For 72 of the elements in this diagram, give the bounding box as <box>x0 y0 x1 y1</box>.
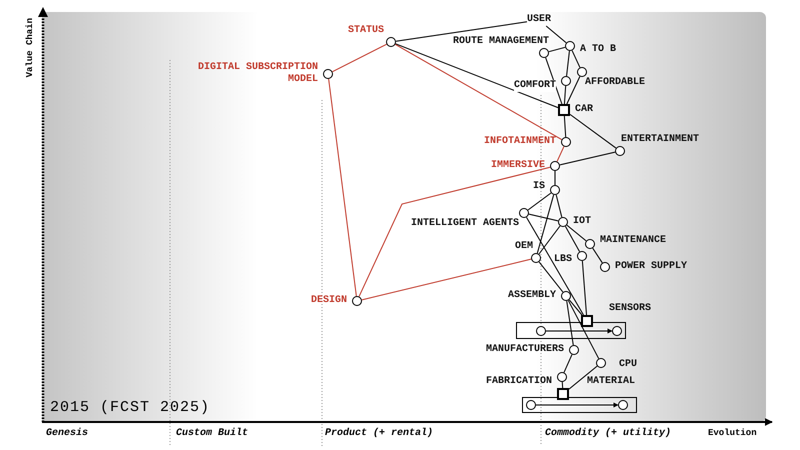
component-label: LBS <box>554 254 572 266</box>
connector-line <box>566 76 580 104</box>
component-label: POWER SUPPLY <box>615 261 688 273</box>
connector-line <box>546 26 567 44</box>
connector-line <box>564 226 580 252</box>
connector-line <box>328 78 357 297</box>
connector-line <box>572 50 580 68</box>
component-label: ENTERTAINMENT <box>621 134 700 146</box>
connector-line <box>566 300 574 346</box>
connector-line <box>528 192 552 211</box>
connector-line <box>564 116 566 138</box>
connector-line <box>526 216 584 316</box>
connector-line <box>556 146 564 162</box>
component-label: MATERIAL <box>587 376 636 388</box>
component-label: OEM <box>514 241 533 253</box>
connector-line <box>564 86 566 104</box>
connector-line <box>568 299 582 316</box>
connector-line <box>556 194 562 218</box>
stage-label: Commodity (+ utility) <box>545 426 672 441</box>
evolution-box <box>516 322 626 339</box>
component-label: SENSORS <box>609 303 652 315</box>
component-label: USER <box>527 14 552 26</box>
component-label: STATUS <box>348 25 384 37</box>
connector-line <box>538 226 560 254</box>
connector-line <box>395 43 558 108</box>
connector-line <box>566 50 570 77</box>
connector-line <box>536 194 554 254</box>
connector-line <box>545 57 562 104</box>
component-label: INTELLIGENT AGENTS <box>410 218 519 230</box>
stage-label: Custom Built <box>176 426 248 441</box>
component-label: AFFORDABLE <box>585 77 646 89</box>
connector-line <box>592 248 603 264</box>
component-label: CPU <box>619 359 638 371</box>
connector-line <box>570 114 616 149</box>
connector-line <box>568 366 598 390</box>
component-label: A TO B <box>580 44 616 56</box>
component-label: ROUTE MANAGEMENT <box>452 36 549 48</box>
connector-line <box>395 21 528 42</box>
arrow <box>536 402 618 408</box>
connector-line <box>548 46 566 52</box>
connector-line <box>559 152 616 166</box>
connector-line <box>562 382 564 388</box>
axis-label: Value Chain <box>24 18 36 78</box>
connector-line <box>568 300 600 360</box>
component-label: IOT <box>573 216 592 228</box>
component-label: DESIGN <box>310 295 347 307</box>
axis-label: Evolution <box>708 427 757 440</box>
connector-line <box>538 261 564 293</box>
arrow <box>546 328 612 334</box>
component-label: IS <box>532 181 545 193</box>
evolution-box <box>522 397 637 413</box>
stage-label: Genesis <box>46 426 88 441</box>
component-label: MAINTENANCE <box>600 235 666 247</box>
stage-label: Product (+ rental) <box>325 426 434 441</box>
component-label: INFOTAINMENT <box>484 136 556 148</box>
year-note: 2015 (FCST 2025) <box>50 398 210 418</box>
connector-line <box>566 224 587 242</box>
connector-line <box>528 214 559 222</box>
connector-line <box>564 354 572 373</box>
component-label: ASSEMBLY <box>508 290 556 302</box>
connector-line <box>554 170 556 186</box>
component-label: CAR <box>575 104 594 116</box>
component-label: IMMERSIVE <box>490 160 545 172</box>
component-label: COMFORT <box>514 80 556 92</box>
connector-line <box>332 44 388 72</box>
connector-line <box>582 260 588 316</box>
component-label: FABRICATION <box>486 376 552 388</box>
component-label: MANUFACTURERS <box>486 344 564 356</box>
connector-line <box>358 166 551 297</box>
connector-line <box>394 44 562 140</box>
component-label: DIGITAL SUBSCRIPTION MODEL <box>196 62 318 86</box>
connector-line <box>361 258 532 300</box>
